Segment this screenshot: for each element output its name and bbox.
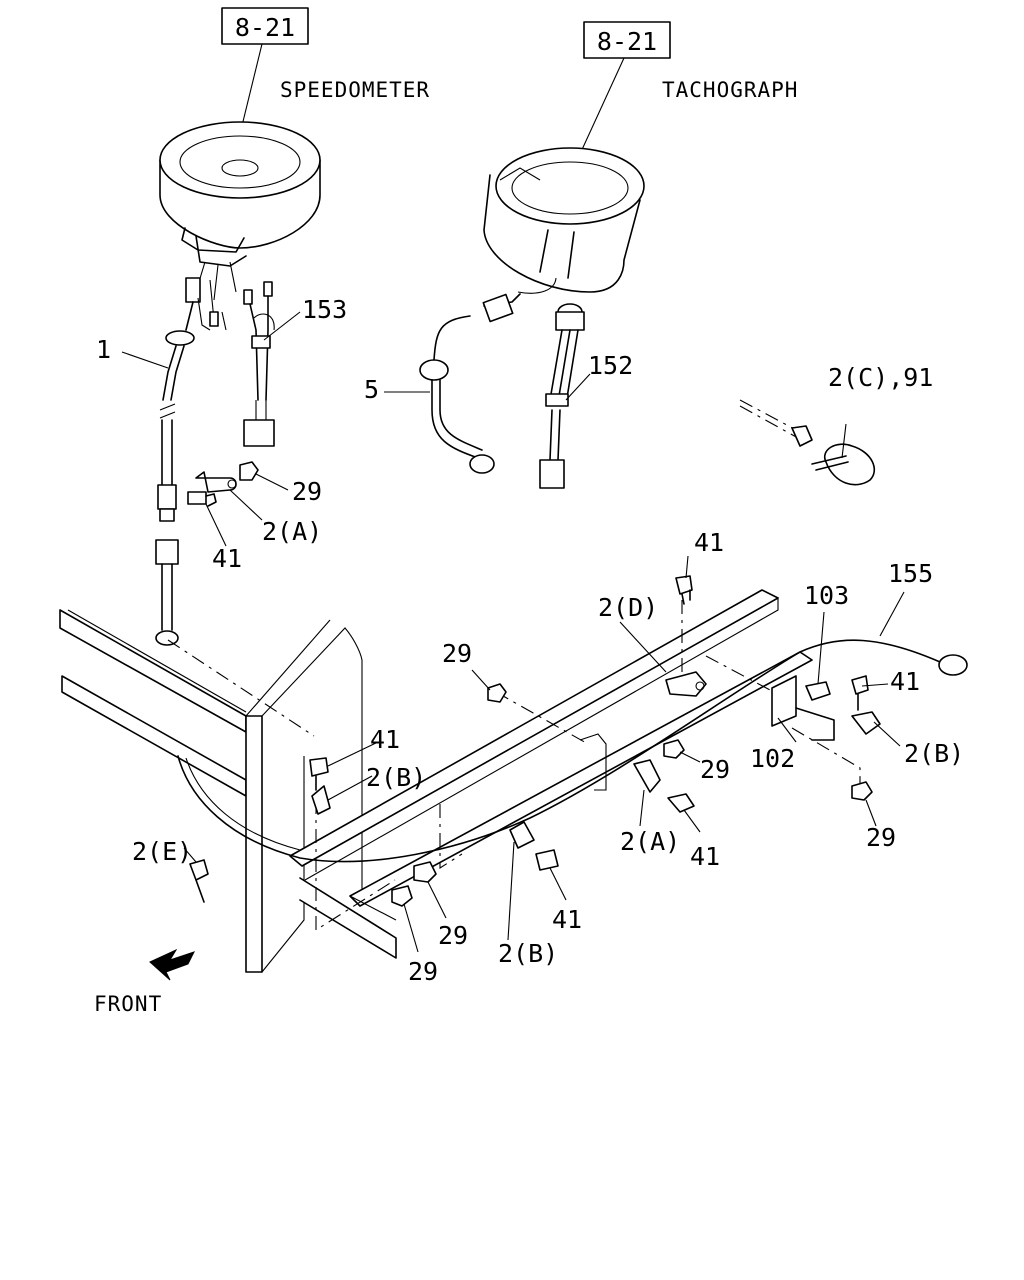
callout-155[interactable]: 155 (888, 559, 933, 588)
chassis-frame-illustration (59, 609, 363, 973)
dashline-7 (791, 727, 861, 790)
main-cable-155 (177, 639, 941, 863)
hardware-parts-illustration (189, 575, 881, 907)
front-label: FRONT (94, 992, 162, 1016)
tachograph-gauge-illustration (483, 147, 645, 294)
speedometer-reference-box[interactable]: 8-21 (221, 7, 309, 45)
callout-2b-right[interactable]: 2(B) (904, 739, 964, 768)
tachograph-title: TACHOGRAPH (662, 78, 798, 102)
callout-1[interactable]: 1 (96, 335, 111, 364)
tachograph-harness-illustration (539, 303, 585, 489)
callout-2a-lower[interactable]: 2(A) (620, 827, 680, 856)
dashline-3 (315, 800, 396, 931)
callout-29-upper[interactable]: 29 (292, 477, 322, 506)
tachograph-reference-label: 8-21 (597, 27, 657, 56)
callout-2e[interactable]: 2(E) (132, 837, 192, 866)
callout-153[interactable]: 153 (302, 295, 347, 324)
callout-2c-91[interactable]: 2(C),91 (828, 363, 933, 392)
front-arrow-icon (149, 948, 195, 981)
callout-2a-upper[interactable]: 2(A) (262, 517, 322, 546)
speedometer-gauge-illustration (159, 121, 321, 301)
callout-41-center[interactable]: 41 (690, 842, 720, 871)
callout-29-bottom[interactable]: 29 (408, 957, 438, 986)
callout-103[interactable]: 103 (804, 581, 849, 610)
tachograph-reference-leader (579, 57, 625, 155)
callout-152[interactable]: 152 (588, 351, 633, 380)
speedometer-reference-label: 8-21 (235, 13, 295, 42)
dashline-4 (439, 804, 463, 870)
cable-tie-illustration (739, 399, 876, 486)
tachograph-cable-illustration (419, 293, 521, 474)
callout-2b-bottom[interactable]: 2(B) (498, 939, 558, 968)
dashline-2 (495, 691, 589, 745)
callout-41-left[interactable]: 41 (370, 725, 400, 754)
dashline-6 (705, 655, 771, 691)
callout-2d[interactable]: 2(D) (598, 593, 658, 622)
upper-clip-illustration (187, 461, 259, 507)
tachograph-reference-box[interactable]: 8-21 (583, 21, 671, 59)
dashline-1 (167, 639, 315, 737)
callouts: 1 153 29 2(A) 41 5 152 2(C),91 41 155 2(… (96, 295, 964, 986)
leader-lines (121, 311, 905, 953)
callout-29-mid[interactable]: 29 (442, 639, 472, 668)
speedometer-cable-illustration (155, 277, 227, 646)
callout-2b-left[interactable]: 2(B) (366, 763, 426, 792)
callout-41-right[interactable]: 41 (890, 667, 920, 696)
callout-102[interactable]: 102 (750, 744, 795, 773)
callout-29-center[interactable]: 29 (700, 755, 730, 784)
callout-41-top[interactable]: 41 (694, 528, 724, 557)
callout-29-lower[interactable]: 29 (438, 921, 468, 950)
callout-29-right[interactable]: 29 (866, 823, 896, 852)
speedometer-title: SPEEDOMETER (280, 78, 430, 102)
main-cable-155-end (938, 654, 968, 676)
callout-41-upper[interactable]: 41 (212, 544, 242, 573)
callout-5[interactable]: 5 (364, 375, 379, 404)
main-cable-155-outline (185, 757, 301, 851)
callout-41-lower[interactable]: 41 (552, 905, 582, 934)
speedometer-harness-illustration (243, 281, 275, 447)
